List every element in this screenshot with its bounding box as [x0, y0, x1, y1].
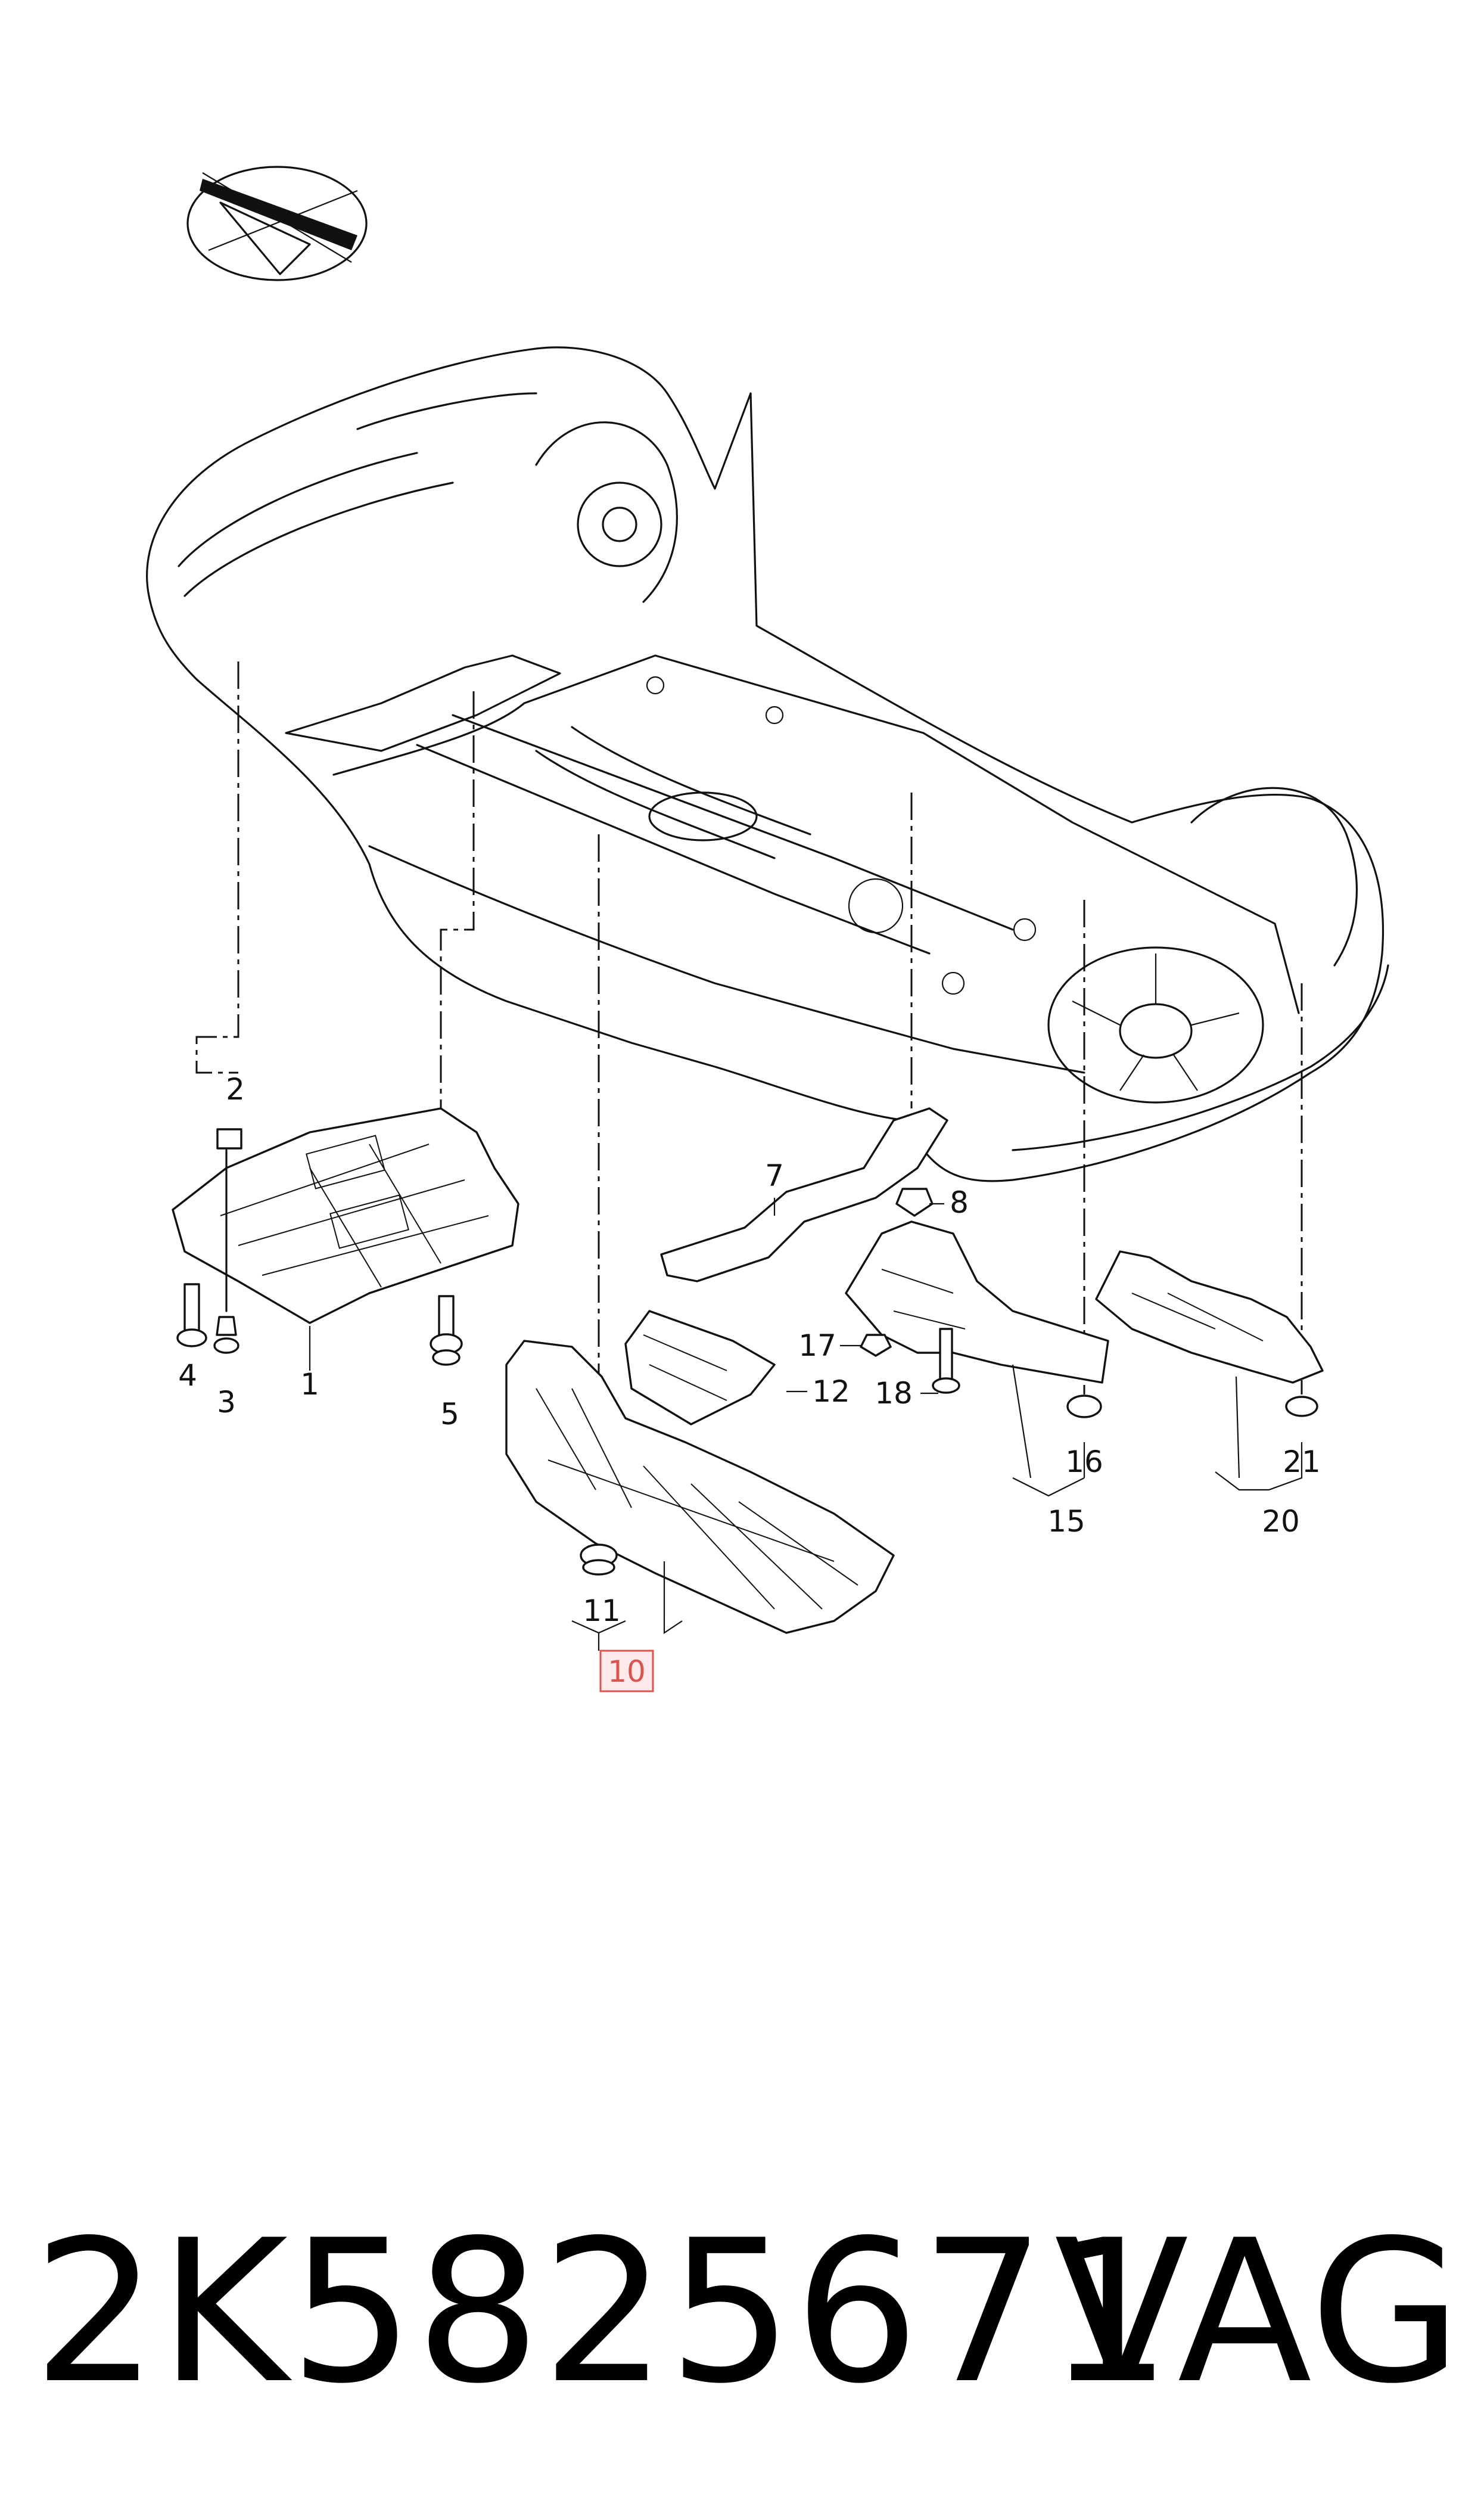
part-15-rear-heat-shield: [845, 1220, 1109, 1384]
part-number-label: 2K5825671: [33, 2198, 1174, 2427]
callout-7: 7: [765, 1158, 784, 1193]
nut-17: [860, 1334, 892, 1357]
callout-12: 12: [812, 1374, 850, 1409]
vehicle-underbody: [146, 346, 1389, 1182]
callout-5: 5: [440, 1397, 459, 1431]
assembly-lines: [195, 661, 1303, 1394]
brand-label: VAG: [1054, 2198, 1463, 2427]
bolt-5: [430, 1295, 463, 1366]
nut-16: [1066, 1394, 1102, 1418]
callout-16: 16: [1065, 1445, 1103, 1479]
screw-3: [213, 1149, 239, 1354]
callout-2: 2: [226, 1072, 245, 1107]
callout-leaders: [309, 1198, 1303, 1651]
callout-18: 18: [875, 1376, 913, 1411]
bolt-4: [176, 1283, 207, 1347]
part-1-engine-undertray: [172, 1107, 519, 1324]
callout-15: 15: [1047, 1504, 1085, 1539]
callout-21: 21: [1283, 1445, 1321, 1479]
exploded-parts-diagram: 1 2 3 4 5 7 8 11 12 15 16 17 18 20 21 10: [146, 166, 1389, 1692]
nut-8: [895, 1188, 934, 1217]
callout-1: 1: [300, 1367, 319, 1402]
fastener-clip-2: [216, 1128, 242, 1150]
highlighted-callout-10[interactable]: 10: [599, 1650, 654, 1692]
callout-11: 11: [583, 1594, 621, 1628]
callout-3: 3: [217, 1385, 236, 1420]
part-10-tunnel-heat-shield: [505, 1340, 895, 1634]
callout-20: 20: [1262, 1504, 1300, 1539]
view-direction-icon: [186, 166, 368, 281]
callout-10: 10: [608, 1654, 646, 1689]
callout-4: 4: [178, 1358, 197, 1393]
part-12-shield-plate: [624, 1310, 776, 1425]
nut-21: [1285, 1396, 1318, 1417]
callout-17: 17: [798, 1328, 836, 1363]
callout-8: 8: [950, 1185, 969, 1220]
bolt-18: [932, 1328, 960, 1394]
nut-11: [580, 1543, 618, 1576]
part-7-heat-shield-strip: [660, 1107, 948, 1282]
callout-labels: 1 2 3 4 5 7 8 11 12 15 16 17 18 20 21: [178, 1072, 1321, 1628]
part-20-rear-heat-shield: [1095, 1250, 1324, 1384]
